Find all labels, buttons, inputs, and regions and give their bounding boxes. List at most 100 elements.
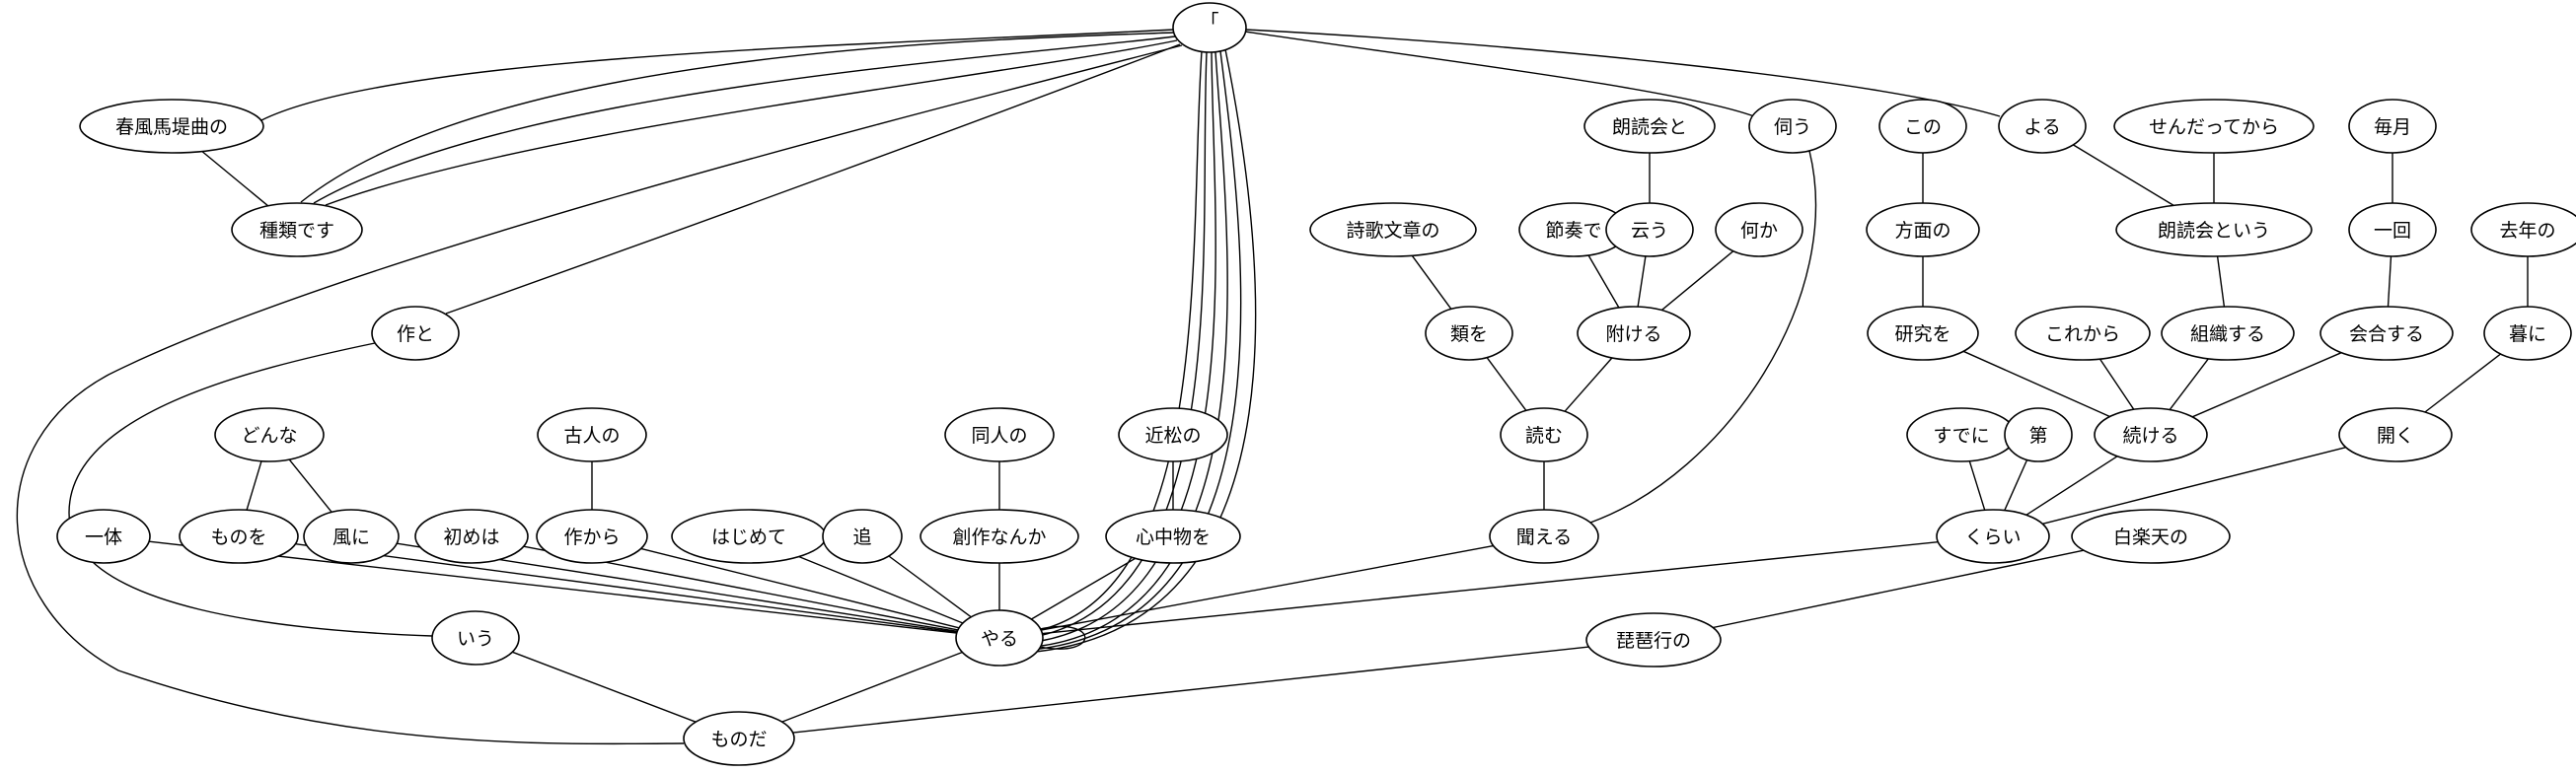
- edge-hiraku-kurai: [2042, 447, 2346, 525]
- edge-rui-yomu: [1486, 357, 1527, 411]
- node-ellipse: [1605, 202, 1694, 257]
- edge-curve-16: [1589, 150, 1817, 524]
- node-ellipse: [231, 202, 363, 257]
- node-ellipse: [214, 407, 325, 462]
- node-label: 近松の: [1144, 425, 1201, 447]
- node-monowo: ものを: [179, 509, 299, 564]
- edge-curve-2: [313, 35, 1176, 204]
- node-yomu: 読む: [1500, 407, 1588, 462]
- node-label: 追: [852, 527, 871, 548]
- edge-curve-1: [300, 32, 1175, 203]
- edge-curve-10: [1038, 51, 1208, 637]
- edge-shunpu-shurui: [201, 150, 269, 207]
- node-monoda: ものだ: [683, 711, 795, 766]
- node-ellipse: [1748, 99, 1837, 154]
- edge-shiika-rui: [1411, 254, 1452, 310]
- edge-kure-hiraku: [2424, 353, 2501, 413]
- edge-tsui-yaru: [888, 555, 972, 618]
- node-sudeni: すでに: [1906, 407, 2017, 462]
- node-ellipse: [2161, 306, 2295, 361]
- node-ellipse: [2015, 306, 2151, 361]
- node-kaze: 風に: [303, 509, 400, 564]
- edge-shinju-yaru: [1031, 557, 1137, 620]
- node-label: せんだってから: [2149, 116, 2279, 138]
- node-label: 研究を: [1894, 323, 1950, 345]
- edge-kikoeru-yaru: [1041, 544, 1494, 631]
- node-ellipse: [1583, 99, 1716, 154]
- node-ellipse: [1500, 407, 1588, 462]
- edge-kaigo-tsuzukeru: [2191, 352, 2342, 418]
- node-iu2: 云う: [1605, 202, 1694, 257]
- node-rodokai_iu: 朗読会という: [2115, 202, 2313, 257]
- node-label: 同人の: [971, 425, 1027, 447]
- node-yoru: よる: [1998, 99, 2087, 154]
- node-ellipse: [79, 99, 264, 154]
- node-label: ものだ: [710, 729, 767, 750]
- node-label: どんな: [241, 425, 297, 447]
- edge-kenkyu-tsuzukeru: [1962, 350, 2110, 418]
- node-ellipse: [1309, 202, 1477, 257]
- edge-rodokai_iu-soshiki: [2216, 255, 2226, 308]
- node-label: 何か: [1740, 220, 1778, 242]
- edge-yaru-monoda: [781, 651, 963, 723]
- node-ellipse: [536, 509, 648, 564]
- node-dai: 第: [2004, 407, 2073, 462]
- node-tsuzukeru: 続ける: [2094, 407, 2208, 462]
- node-chikamatsu: 近松の: [1118, 407, 1228, 462]
- node-label: 初めは: [443, 527, 499, 548]
- node-label: 会合する: [2349, 323, 2424, 345]
- node-ellipse: [1878, 99, 1967, 154]
- node-ellipse: [431, 610, 520, 666]
- node-label: 作と: [397, 323, 434, 345]
- edge-curve-3: [325, 39, 1178, 206]
- node-label: やる: [981, 628, 1018, 650]
- edge-hajimete-yaru: [798, 555, 964, 624]
- edge-curve-11: [1040, 51, 1216, 642]
- edge-biwa-monoda: [792, 646, 1589, 734]
- node-sakukara: 作から: [536, 509, 648, 564]
- edge-dou-kaze: [288, 458, 332, 513]
- node-label: 方面の: [1894, 220, 1950, 242]
- nodes-layer: 「春風馬堤曲の種類です作とどんな一体ものを風に初めは古人の作からはじめて追同人の…: [56, 2, 2576, 766]
- node-ellipse: [1936, 509, 2050, 564]
- edge-nanika-tsukeru: [1660, 250, 1734, 312]
- edge-curve-0: [260, 29, 1175, 121]
- node-label: よる: [2024, 116, 2060, 138]
- node-ukagau: 伺う: [1748, 99, 1837, 154]
- edge-curve-9: [1035, 50, 1203, 632]
- node-ellipse: [1118, 407, 1228, 462]
- node-sendatte: せんだってから: [2113, 99, 2315, 154]
- node-ellipse: [1998, 99, 2087, 154]
- node-label: 毎月: [2374, 116, 2411, 138]
- node-kure: 暮に: [2483, 306, 2572, 361]
- node-iu: いう: [431, 610, 520, 666]
- edges-layer: [16, 29, 2529, 745]
- edge-monowo-yaru: [295, 543, 957, 633]
- node-label: 春風馬堤曲の: [115, 116, 228, 138]
- node-label: 白楽天の: [2113, 527, 2188, 548]
- node-label: 去年の: [2499, 220, 2555, 242]
- node-label: 組織する: [2190, 323, 2265, 345]
- edge-tsukeru-yomu: [1564, 357, 1613, 412]
- edge-curve-5: [16, 44, 1183, 745]
- node-ellipse: [2338, 407, 2453, 462]
- node-label: 朗読会と: [1612, 116, 1687, 138]
- node-dojin: 同人の: [944, 407, 1055, 462]
- edge-curve-4: [445, 43, 1181, 315]
- edge-korekara-tsuzukeru: [2098, 358, 2135, 410]
- edge-kurai-yaru: [1042, 541, 1939, 635]
- node-label: この: [1904, 116, 1942, 138]
- edge-setsu-tsukeru: [1587, 254, 1620, 309]
- node-ellipse: [1172, 2, 1247, 53]
- node-kikoeru: 聞える: [1489, 509, 1599, 564]
- node-ellipse: [1425, 306, 1513, 361]
- node-rui: 類を: [1425, 306, 1513, 361]
- node-label: 開く: [2377, 425, 2414, 447]
- node-label: 創作なんか: [952, 527, 1046, 548]
- edge-hakurakuten-biwa: [1713, 549, 2085, 629]
- node-hajimete: はじめて: [671, 509, 827, 564]
- node-root: 「: [1172, 2, 1247, 53]
- node-label: 種類です: [259, 220, 334, 242]
- node-ittai: 一体: [56, 509, 151, 564]
